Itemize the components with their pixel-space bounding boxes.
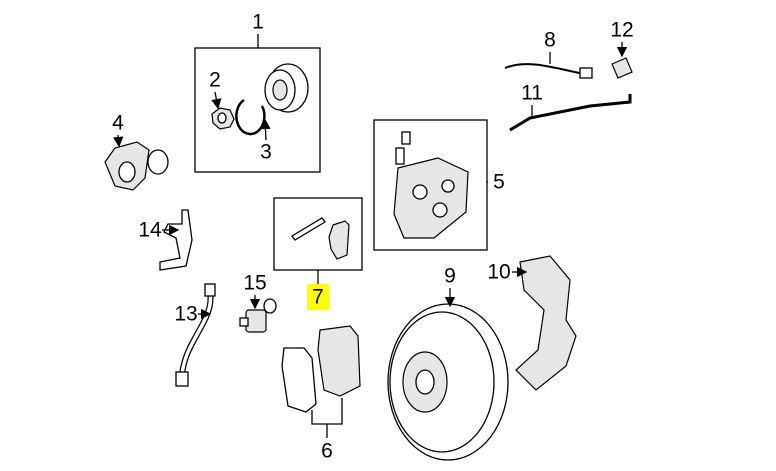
brake-pads xyxy=(281,325,361,413)
callout-5[interactable]: 5 xyxy=(493,171,505,194)
clip xyxy=(611,57,633,79)
callout-3[interactable]: 3 xyxy=(260,141,272,164)
hub-nut xyxy=(211,107,235,130)
brake-hose-bracket xyxy=(159,209,193,271)
callout-1[interactable]: 1 xyxy=(252,11,264,34)
callout-2[interactable]: 2 xyxy=(209,69,221,92)
wheel-bearing xyxy=(264,63,309,113)
callout-7-highlight xyxy=(307,284,329,310)
callout-12[interactable]: 12 xyxy=(610,19,633,42)
group-box-1 xyxy=(194,47,321,173)
callout-10[interactable]: 10 xyxy=(487,261,510,284)
wear-sensor xyxy=(239,298,277,333)
group-box-5 xyxy=(373,119,488,251)
brake-caliper xyxy=(393,131,469,239)
callout-15[interactable]: 15 xyxy=(243,272,266,295)
callout-14[interactable]: 14 xyxy=(138,219,162,242)
callout-11[interactable]: 11 xyxy=(521,82,543,105)
snap-ring xyxy=(235,98,266,136)
callout-4[interactable]: 4 xyxy=(112,112,124,135)
splash-shield xyxy=(515,255,577,391)
callout-8[interactable]: 8 xyxy=(544,29,556,52)
callout-9[interactable]: 9 xyxy=(444,265,456,288)
callout-7[interactable]: 7 xyxy=(312,286,324,309)
hub-flange xyxy=(104,141,169,191)
callout-13[interactable]: 13 xyxy=(174,303,197,326)
sensor-wire xyxy=(504,63,586,75)
pad-hardware-kit xyxy=(291,217,350,260)
brake-hose xyxy=(175,283,216,387)
brake-line xyxy=(509,94,632,132)
brake-rotor xyxy=(387,303,509,461)
callout-6[interactable]: 6 xyxy=(321,440,333,463)
